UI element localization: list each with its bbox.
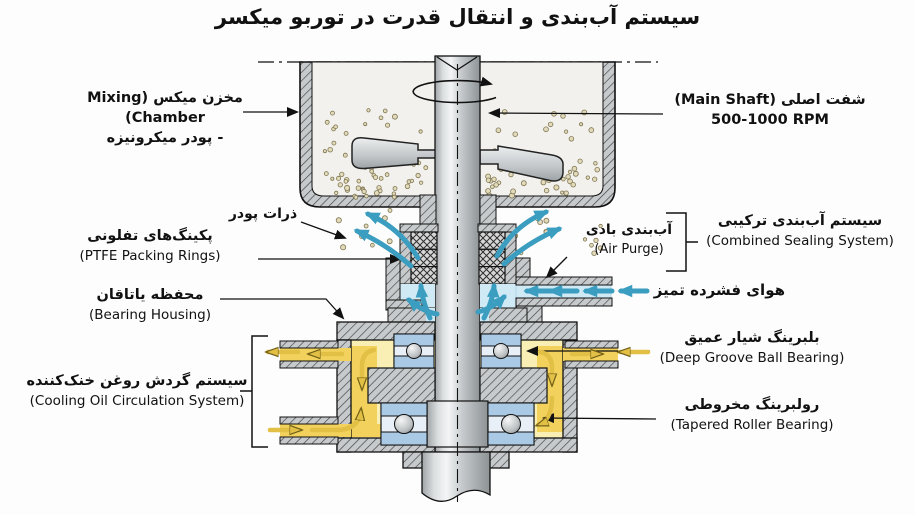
mixing-chamber-fa: مخزن میکس (Mixing Chamber) bbox=[87, 90, 243, 126]
packing-rings-right bbox=[478, 231, 506, 285]
combined-sealing-en: (Combined Sealing System) bbox=[706, 233, 894, 249]
purge-pipe-wall-bottom bbox=[515, 297, 613, 307]
bracket-cooling-oil bbox=[240, 335, 268, 448]
powder-particles-fa: ذرات پودر bbox=[228, 206, 298, 222]
label-air-purge: آب‌بندی بادی (Air Purge) bbox=[583, 220, 675, 260]
deep-groove-en: (Deep Groove Ball Bearing) bbox=[659, 350, 845, 366]
packing-rings-left bbox=[410, 231, 438, 285]
label-deep-groove-bearing: بلبرینگ شیار عمیق (Deep Groove Ball Bear… bbox=[642, 328, 862, 368]
cooling-oil-fa: سیستم گردش روغن خنک‌کننده bbox=[26, 373, 248, 389]
leader-powder-particles bbox=[300, 221, 347, 240]
label-ptfe-packing: پکینگ‌های تفلونی (PTFE Packing Rings) bbox=[35, 226, 265, 266]
label-bearing-housing: محفظه یاتاقان (Bearing Housing) bbox=[50, 285, 250, 325]
page-title: سیستم آب‌بندی و انتقال قدرت در توربو میک… bbox=[214, 5, 701, 29]
bearing-housing-fa: محفظه یاتاقان bbox=[96, 287, 204, 303]
leader-tapered bbox=[542, 413, 657, 424]
rotation-arrow-icon bbox=[412, 76, 497, 104]
oil-flow-arrows bbox=[268, 350, 651, 430]
combined-sealing-fa: سیستم آب‌بندی ترکیبی bbox=[717, 213, 883, 229]
impeller-left bbox=[351, 137, 437, 170]
powder-particles-dots bbox=[322, 108, 604, 256]
leader-bearing-housing bbox=[220, 298, 345, 320]
tapered-bearing-left bbox=[380, 402, 428, 446]
compressed-air-fa: هوای فشرده تمیز bbox=[653, 281, 785, 299]
main-shaft-fa: شفت اصلی (Main Shaft) bbox=[674, 92, 866, 108]
tapered-bearing-en: (Tapered Roller Bearing) bbox=[670, 417, 834, 433]
label-main-shaft: شفت اصلی (Main Shaft) 500-1000 RPM bbox=[655, 90, 885, 130]
label-mixing-chamber: مخزن میکس (Mixing Chamber) - پودر میکرون… bbox=[45, 88, 285, 148]
bearing-housing-en: (Bearing Housing) bbox=[89, 307, 211, 323]
ptfe-packing-fa: پکینگ‌های تفلونی bbox=[87, 228, 213, 244]
bracket-combined-sealing bbox=[666, 212, 698, 272]
impeller-right bbox=[479, 145, 564, 182]
tapered-bearing-fa: رولبرینگ مخروطی bbox=[684, 397, 820, 413]
ptfe-packing-en: (PTFE Packing Rings) bbox=[79, 248, 221, 264]
leader-main-shaft bbox=[488, 108, 664, 119]
label-combined-sealing: سیستم آب‌بندی ترکیبی (Combined Sealing S… bbox=[690, 211, 910, 251]
air-purge-fa: آب‌بندی بادی bbox=[585, 222, 673, 238]
cooling-oil-en: (Cooling Oil Circulation System) bbox=[29, 393, 245, 409]
air-purge-en: (Air Purge) bbox=[594, 242, 664, 257]
purge-pipe-wall-top bbox=[515, 276, 613, 286]
deep-groove-bearing-right bbox=[480, 333, 522, 369]
deep-groove-fa: بلبرینگ شیار عمیق bbox=[684, 330, 820, 346]
air-flow-arrows bbox=[353, 209, 650, 321]
tapered-bearing-right bbox=[487, 402, 535, 446]
impeller-blades bbox=[351, 137, 564, 182]
mixing-chamber-fa2: - پودر میکرونیزه bbox=[106, 130, 224, 146]
shaft-bottom-end bbox=[421, 451, 491, 502]
label-compressed-air: هوای فشرده تمیز bbox=[650, 280, 785, 301]
main-shaft-rpm: 500-1000 RPM bbox=[711, 112, 829, 128]
label-cooling-oil: سیستم گردش روغن خنک‌کننده (Cooling Oil C… bbox=[22, 371, 252, 411]
leader-air-purge bbox=[545, 256, 568, 279]
deep-groove-bearing-left bbox=[393, 333, 435, 369]
label-tapered-bearing: رولبرینگ مخروطی (Tapered Roller Bearing) bbox=[642, 395, 862, 435]
label-powder-particles: ذرات پودر bbox=[222, 204, 304, 224]
